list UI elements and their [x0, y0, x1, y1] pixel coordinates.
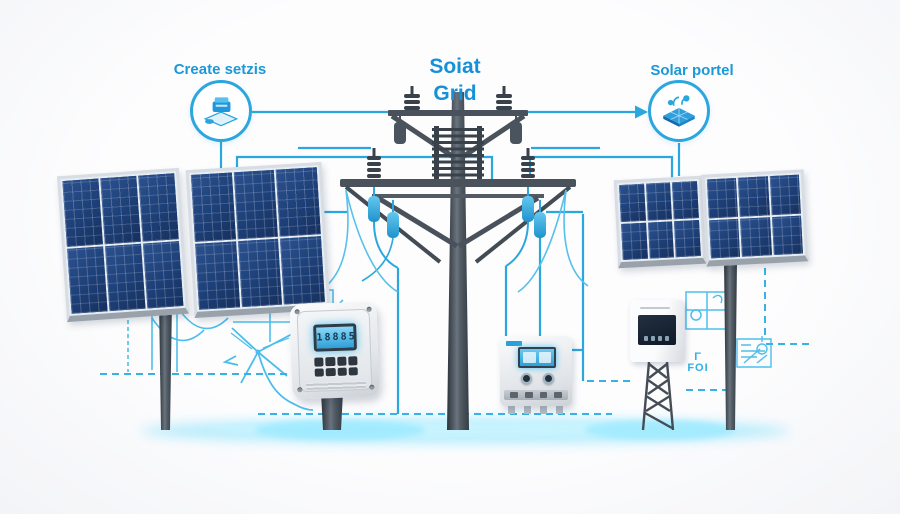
- solar-cell: [276, 167, 321, 237]
- screw-icon: [366, 306, 372, 312]
- inverter-lcd: 18885: [313, 323, 358, 352]
- top-crossarm: [388, 110, 528, 116]
- sketch-wind-turbine: [222, 327, 314, 411]
- label-soiat-grid: Soiat Grid: [392, 53, 518, 108]
- keypad-button: [347, 356, 358, 366]
- terminal-strip: [504, 390, 568, 400]
- left-panel-post: [159, 300, 172, 430]
- solar-cell: [62, 178, 103, 247]
- screen-glyph: [665, 336, 669, 341]
- dashed-connectors: [100, 268, 814, 415]
- solar-cell: [738, 176, 770, 217]
- screw-icon: [294, 309, 300, 315]
- keypad-button: [348, 366, 358, 376]
- solar-cell: [138, 173, 179, 242]
- controller-knob: [543, 373, 554, 384]
- terminal-slot: [524, 392, 533, 398]
- solar-cell: [672, 181, 699, 219]
- solar-panel-right-1: [613, 175, 707, 269]
- solar-cell: [647, 220, 675, 259]
- terminal-slot: [510, 392, 518, 398]
- solar-cell: [190, 172, 236, 242]
- main-crossarm: [340, 179, 576, 187]
- solar-cell: [233, 169, 279, 239]
- screen-glyph: [651, 336, 655, 341]
- lattice-tower: [641, 357, 675, 431]
- inverter-post: [321, 392, 343, 430]
- hanging-insulators: [394, 116, 522, 144]
- solar-cell: [706, 177, 739, 218]
- solar-panel-left-2: [185, 161, 331, 319]
- sketch-right-grid: [685, 291, 730, 330]
- controller-label-chip: [506, 341, 522, 346]
- arrow-right-icon: [635, 105, 648, 119]
- label-soiat-grid-line2: Grid: [433, 82, 477, 106]
- screw-icon: [369, 384, 375, 390]
- charge-controller-box: [500, 336, 572, 406]
- solar-cell: [619, 183, 646, 222]
- sketch-right-doodle: [736, 336, 772, 368]
- solar-cell: [709, 218, 741, 259]
- solar-cell: [237, 238, 283, 308]
- keypad-button: [336, 356, 347, 366]
- solar-cell: [769, 174, 801, 215]
- solar-cell: [645, 182, 673, 221]
- annotation-foi-line1: Γ: [694, 351, 702, 363]
- solar-cell: [280, 235, 325, 305]
- keypad-button: [314, 357, 324, 367]
- screw-icon: [297, 387, 303, 393]
- pole-wires: [323, 187, 589, 293]
- controller-terminals: [508, 404, 563, 414]
- crossarm-insulators: [367, 148, 535, 178]
- keypad-button: [314, 367, 325, 377]
- solar-panel-sprout-icon: [663, 95, 695, 127]
- solar-portal-node: [648, 80, 710, 142]
- solid-connectors: [219, 110, 681, 414]
- screen-glyph: [658, 336, 662, 341]
- keypad-button: [325, 356, 336, 366]
- lcd-segment: [523, 352, 536, 363]
- printer-device-icon: [203, 97, 239, 127]
- controller-knob: [521, 373, 532, 384]
- right-panel-post: [724, 260, 737, 430]
- monitor-box: [630, 300, 684, 362]
- keypad-button: [337, 367, 347, 376]
- terminal-slot: [539, 392, 548, 398]
- label-soiat-grid-line1: Soiat: [429, 55, 481, 78]
- solar-cell: [740, 216, 772, 257]
- create-settings-node: [190, 80, 252, 142]
- annotation-foi: Γ FOI: [678, 352, 718, 374]
- inverter-box: 18885: [289, 301, 380, 400]
- solar-cell: [67, 245, 108, 314]
- solar-cell: [771, 215, 803, 256]
- controller-lcd: [518, 347, 556, 368]
- solar-cell: [195, 240, 240, 310]
- solar-cell: [105, 243, 146, 312]
- inverter-keypad: [314, 356, 358, 377]
- lcd-segment: [538, 352, 551, 363]
- solar-cell: [621, 222, 648, 260]
- solar-cell: [142, 240, 184, 309]
- label-create-setzis: Create setzis: [173, 61, 267, 78]
- top-insulators: [404, 86, 512, 110]
- solar-cell: [100, 175, 141, 244]
- screen-glyph: [644, 336, 648, 341]
- keypad-button: [325, 367, 336, 377]
- solar-cell: [674, 219, 701, 258]
- solar-panel-left-1: [57, 167, 189, 323]
- monitor-vent-line: [640, 307, 670, 309]
- solar-panel-right-2: [701, 169, 809, 267]
- terminal-slot: [554, 392, 562, 398]
- monitor-screen: [638, 315, 676, 345]
- label-solar-portel: Solar portel: [650, 62, 734, 79]
- annotation-foi-line2: FOI: [687, 362, 709, 374]
